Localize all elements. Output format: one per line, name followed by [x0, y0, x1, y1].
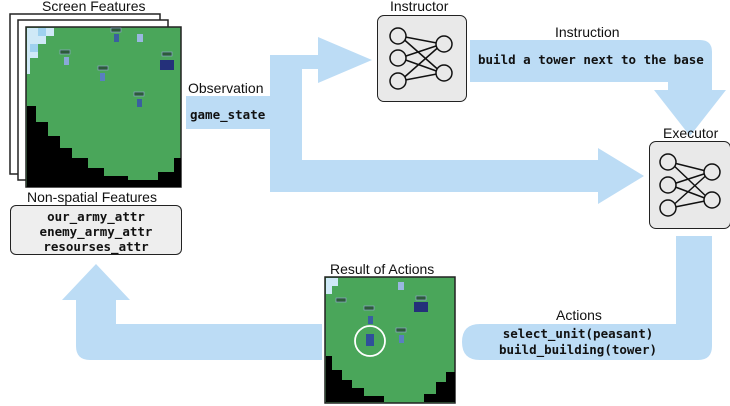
instruction-arrow — [470, 40, 726, 136]
neural-network-icon — [389, 27, 453, 90]
instructor-title: Instructor — [390, 0, 449, 14]
observation-code: game_state — [190, 107, 266, 122]
actions-label: Actions — [556, 307, 602, 323]
actions-code: select_unit(peasant) build_building(towe… — [480, 326, 676, 358]
action-build-building: build_building(tower) — [498, 342, 658, 357]
selected-unit-highlight — [354, 325, 386, 357]
executor-title: Executor — [663, 125, 719, 141]
result-of-actions-title: Result of Actions — [330, 261, 435, 277]
screen-features-stack — [9, 13, 182, 188]
neural-network-icon — [659, 153, 721, 217]
feedback-arrow — [62, 264, 322, 360]
resources-attr: resourses_attr — [43, 239, 149, 254]
instruction-code: build a tower next to the base — [478, 52, 704, 67]
result-of-actions-map — [324, 276, 456, 404]
instruction-label: Instruction — [555, 24, 620, 40]
our-army-attr: our_army_attr — [47, 209, 145, 224]
instructor-network — [377, 15, 467, 102]
enemy-army-attr: enemy_army_attr — [39, 224, 153, 239]
observation-arrow — [186, 37, 644, 204]
non-spatial-features-box: our_army_attr enemy_army_attr resourses_… — [10, 205, 182, 255]
screen-feature-map — [25, 26, 182, 188]
action-select-unit: select_unit(peasant) — [502, 326, 654, 341]
observation-label: Observation — [188, 80, 264, 96]
non-spatial-features-title: Non-spatial Features — [27, 189, 157, 205]
screen-features-title: Screen Features — [42, 0, 146, 14]
executor-network — [649, 141, 730, 229]
actions-arrow — [462, 236, 712, 360]
